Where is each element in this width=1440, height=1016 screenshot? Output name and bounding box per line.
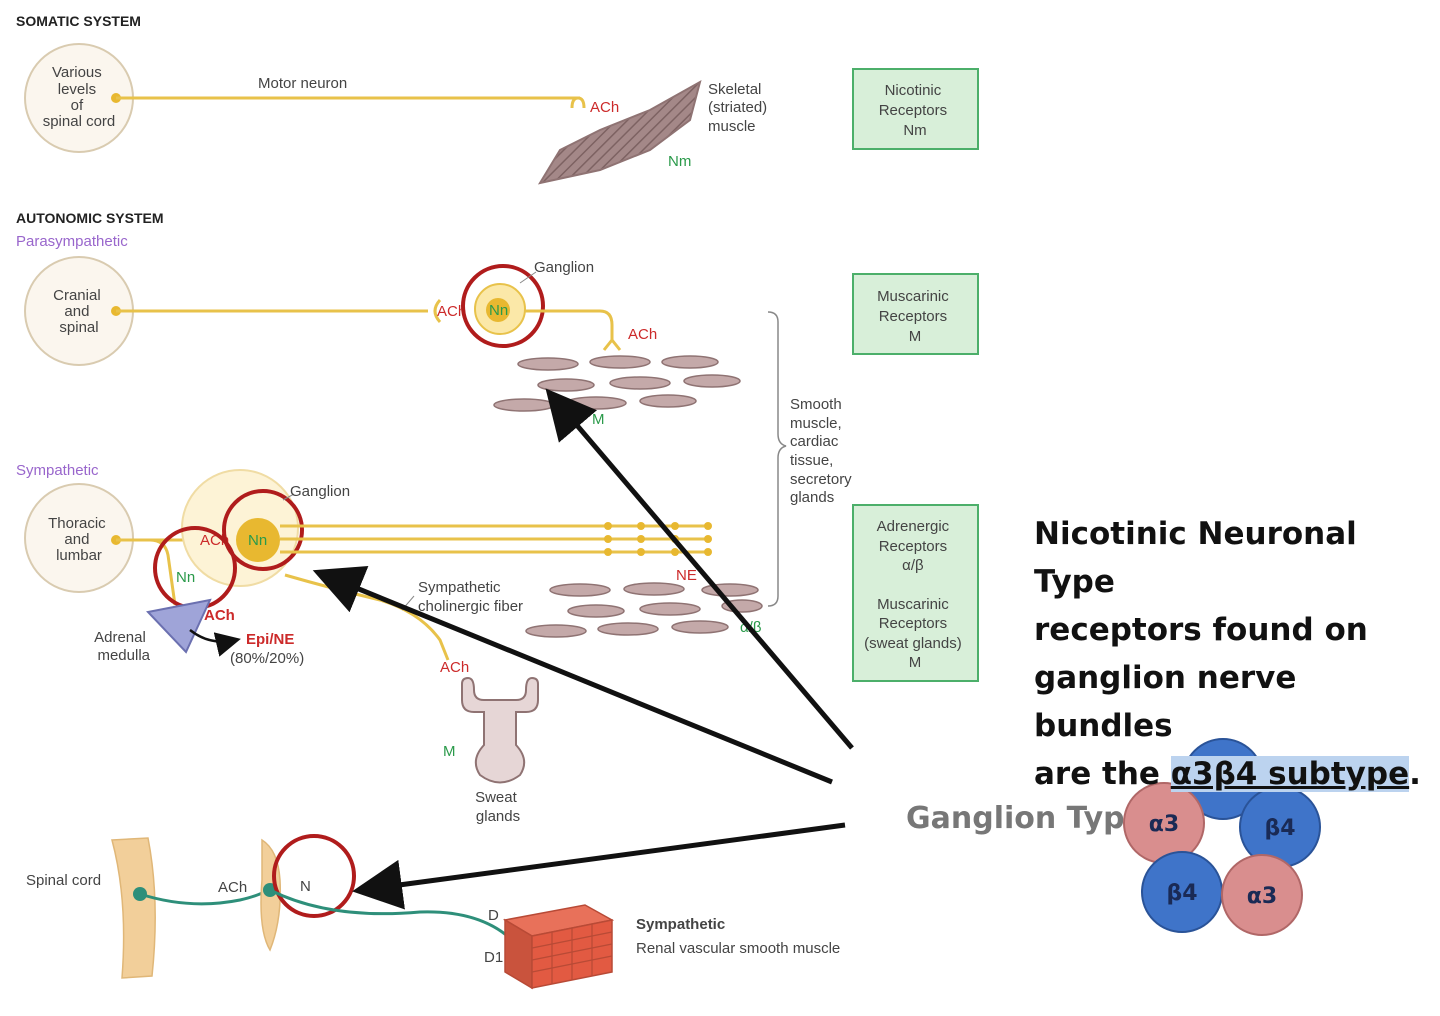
parasympathetic-title: Parasympathetic	[16, 233, 128, 250]
para-ganglion-label: Ganglion	[534, 259, 594, 276]
symp-origin-label: Thoracic and lumbar	[48, 515, 110, 564]
subunit-beta4-right-label: β4	[1264, 816, 1295, 841]
renal-spinal-cord-label: Spinal cord	[26, 872, 101, 889]
renal-ach-label: ACh	[218, 879, 247, 896]
caption-line-1: Nicotinic Neuronal Type	[1034, 516, 1357, 600]
renal-postganglionic-fiber	[269, 888, 514, 942]
para-postganglionic-fiber	[525, 309, 614, 342]
caption-line-4-suffix: .	[1409, 756, 1421, 792]
somatic-terminal	[570, 96, 586, 109]
callout-arrows	[312, 388, 854, 910]
caption-line-4: are the α3β4 subtype.	[1034, 750, 1434, 798]
renal-d1-label: D1	[484, 949, 503, 966]
para-smooth-muscle-cells	[493, 355, 741, 412]
skeletal-muscle	[537, 79, 702, 185]
skeletal-muscle-label: Skeletal (striated) muscle	[708, 81, 771, 135]
adrenal-medulla-label: Adrenal medulla	[94, 629, 151, 664]
autonomic-heading: AUTONOMIC SYSTEM	[16, 210, 164, 226]
callout-arrow-para	[545, 388, 854, 750]
muscarinic-receptor-box-label: Muscarinic Receptors M	[877, 288, 953, 345]
effector-label: Smooth muscle, cardiac tissue, secretory…	[790, 396, 856, 506]
renal-n-label: N	[300, 878, 311, 895]
subtype-highlight: α3β4 subtype	[1170, 756, 1410, 792]
renal-subtitle: Renal vascular smooth muscle	[636, 940, 840, 957]
somatic-heading: SOMATIC SYSTEM	[16, 13, 141, 29]
caption-line-3: ganglion nerve bundles	[1034, 660, 1297, 744]
symp-nn-label: Nn	[248, 532, 267, 549]
symp-postganglionic-fibers	[280, 524, 710, 554]
renal-preganglionic-fiber	[139, 888, 269, 906]
para-m-label: M	[592, 411, 605, 428]
para-pre-terminal	[433, 298, 442, 324]
symp-ne-label: NE	[676, 567, 697, 584]
renal-spinal-cord	[111, 837, 156, 979]
renal-title: Sympathetic	[636, 916, 725, 933]
para-ganglion-highlight-circle	[461, 264, 545, 348]
adrenal-ratio-label: (80%/20%)	[230, 650, 304, 667]
subunit-alpha3-bottom-right	[1221, 854, 1303, 936]
para-ganglion-nucleus	[486, 298, 510, 322]
renal-vascular-muscle	[502, 904, 615, 990]
somatic-ach-label: ACh	[590, 99, 619, 116]
adrenal-output-arrow	[189, 629, 241, 657]
symp-cholinergic-label: Sympathetic cholinergic fiber	[418, 579, 523, 615]
para-nn-label: Nn	[489, 302, 508, 319]
nicotinic-receptor-box-label: Nicotinic Receptors Nm	[879, 82, 952, 139]
somatic-nm-label: Nm	[668, 153, 691, 170]
adrenal-medulla-shape	[146, 598, 212, 654]
para-origin-label: Cranial and spinal	[53, 287, 105, 336]
nicotinic-caption: Nicotinic Neuronal Type receptors found …	[1034, 510, 1434, 798]
subunit-beta4-bottom-left-label: β4	[1166, 881, 1197, 906]
caption-line-4-prefix: are the	[1034, 756, 1171, 792]
muscarinic-receptor-box	[852, 273, 979, 355]
motor-neuron-label: Motor neuron	[258, 75, 347, 92]
renal-ganglion-highlight-circle	[272, 834, 356, 918]
subunit-alpha3-bottom-right-label: α3	[1247, 884, 1277, 909]
somatic-origin-label: Various levels of spinal cord	[43, 64, 116, 130]
renal-d-label: D	[488, 907, 499, 924]
adrenal-ach-label: ACh	[204, 607, 235, 624]
adrenal-nn-label: Nn	[176, 569, 195, 586]
callout-arrow-renal	[352, 822, 846, 910]
sweat-glands-label: Sweat glands	[475, 789, 521, 825]
symp-smooth-muscle-cells	[525, 582, 763, 638]
sweat-m-label: M	[443, 743, 456, 760]
symp-origin-circle	[24, 483, 134, 593]
ganglion-type-label: Ganglion Type	[906, 801, 1145, 836]
para-ach-post-label: ACh	[628, 326, 657, 343]
para-ach-pre-label: ACh	[437, 303, 466, 320]
symp-ganglion-label: Ganglion	[290, 483, 350, 500]
symp-ganglion-highlight-circle	[222, 489, 304, 571]
symp-ganglion-pointer	[282, 493, 295, 501]
sweat-ach-label: ACh	[440, 659, 469, 676]
callout-arrow-symp	[312, 565, 833, 785]
caption-line-2: receptors found on	[1034, 612, 1368, 648]
nicotinic-receptor-box	[852, 68, 979, 150]
effector-bracket	[767, 311, 787, 607]
sympathetic-title: Sympathetic	[16, 462, 99, 479]
sweat-gland-shape	[461, 676, 539, 784]
adrenergic-receptor-box-label: Adrenergic Receptors α/β Muscarinic Rece…	[864, 518, 966, 671]
para-post-terminal	[602, 337, 622, 351]
symp-ganglion-nucleus	[236, 518, 280, 562]
adrenal-epi-ne-label: Epi/NE	[246, 631, 294, 648]
subunit-alpha3-left-label: α3	[1149, 812, 1179, 837]
para-ganglion-pointer	[519, 271, 537, 284]
adrenergic-receptor-box	[852, 504, 979, 682]
